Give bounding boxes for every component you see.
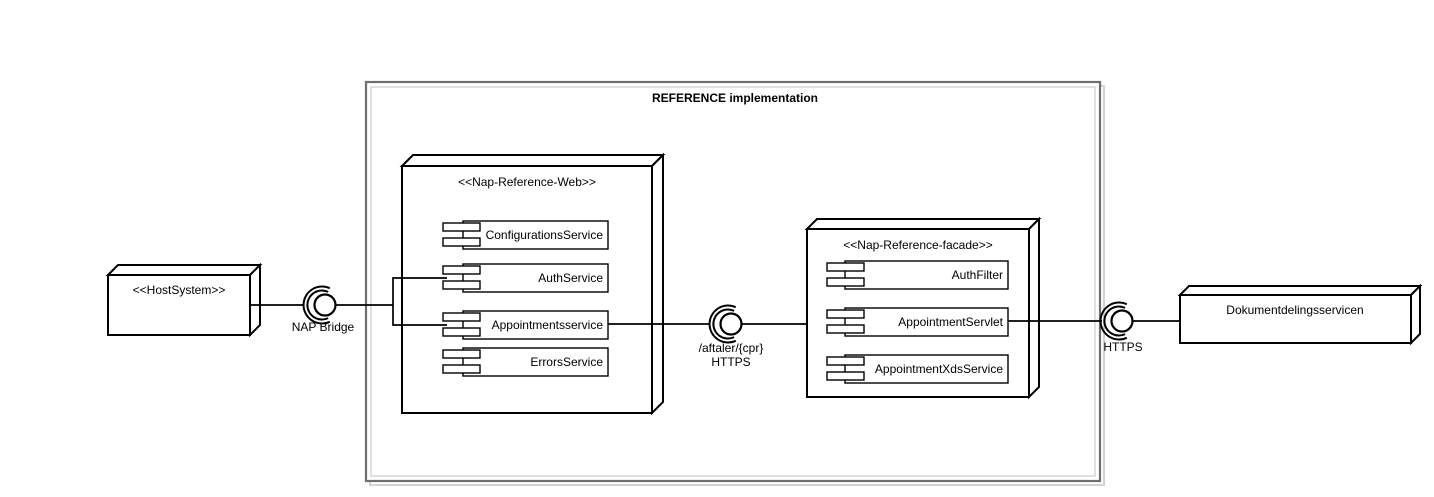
socket-icon (1099, 301, 1128, 341)
node-front-face (1179, 294, 1412, 344)
interface-aftaler-cpr: /aftaler/{cpr} HTTPS (699, 304, 764, 369)
component-label: AuthService (538, 271, 603, 285)
component-icon-tab (826, 371, 865, 381)
component-appointmentxdsservice: AppointmentXdsService (826, 354, 1009, 384)
component-body (462, 310, 609, 340)
component-icon-tab (442, 312, 481, 322)
component-appointmentsservice: Appointmentsservice (442, 310, 609, 340)
component-authfilter: AuthFilter (826, 260, 1009, 290)
interface-aftaler-protocol-label: HTTPS (711, 355, 750, 369)
component-icon-tab (442, 280, 481, 290)
boundary-title: REFERENCE implementation (652, 91, 818, 105)
component-body (462, 220, 609, 250)
component-configurationsservice: ConfigurationsService (442, 220, 609, 250)
node-dokumentdelingsservicen-label: Dokumentdelingsservicen (1226, 303, 1363, 317)
component-body (844, 260, 1009, 290)
boundary-inner-border (370, 86, 1096, 477)
component-icon-tab (826, 277, 865, 287)
component-icon-tab (442, 237, 481, 247)
component-icon-tab (826, 309, 865, 319)
node-nap-reference-web-label: <<Nap-Reference-Web>> (458, 175, 596, 189)
node-side-face (1028, 216, 1040, 400)
component-label: ConfigurationsService (486, 228, 604, 242)
node-top-face (1177, 285, 1423, 296)
node-side-face (1410, 283, 1421, 346)
interface-https: HTTPS (1099, 301, 1143, 354)
component-label: AuthFilter (952, 268, 1003, 282)
component-icon-tab (826, 356, 865, 366)
ball-icon (719, 312, 743, 336)
node-front-face (107, 274, 251, 336)
socket-icon (306, 289, 329, 321)
node-dokumentdelingsservicen: Dokumentdelingsservicen (1177, 283, 1423, 346)
component-icon-tab (442, 327, 481, 337)
socket-icon (708, 304, 737, 344)
node-side-face (651, 152, 664, 416)
node-side-face (249, 262, 261, 338)
component-icon-tab (442, 364, 481, 374)
socket-icon (1103, 305, 1126, 337)
socket-icon (302, 285, 331, 325)
node-nap-reference-facade-label: <<Nap-Reference-facade>> (843, 238, 992, 252)
node-top-face (804, 218, 1042, 230)
component-icon-tab (442, 265, 481, 275)
component-label: AppointmentXdsService (875, 362, 1003, 376)
component-icon-tab (826, 324, 865, 334)
connector-wires (250, 277, 1180, 326)
component-errorsservice: ErrorsService (442, 347, 609, 377)
ball-icon (1110, 309, 1134, 333)
wire-bracket-auth-appointments (392, 277, 447, 326)
component-icon-tab (826, 262, 865, 272)
component-icon-tab (442, 222, 481, 232)
component-label: AppointmentServlet (898, 315, 1003, 329)
interface-https-label: HTTPS (1103, 340, 1142, 354)
component-body (462, 347, 609, 377)
interface-nap-bridge: NAP Bridge (292, 285, 355, 334)
component-label: Appointmentsservice (492, 318, 604, 332)
component-label: ErrorsService (530, 355, 603, 369)
node-hostsystem: <<HostSystem>> (105, 262, 263, 338)
component-body (462, 263, 609, 293)
ball-icon (313, 293, 337, 317)
node-top-face (399, 154, 666, 167)
interface-nap-bridge-label: NAP Bridge (292, 320, 355, 334)
node-top-face (105, 264, 263, 276)
component-body (844, 307, 1009, 337)
interface-aftaler-path-label: /aftaler/{cpr} (699, 341, 764, 355)
node-hostsystem-label: <<HostSystem>> (133, 283, 226, 297)
component-icon-tab (442, 349, 481, 359)
component-authservice: AuthService (442, 263, 609, 293)
component-appointmentservlet: AppointmentServlet (826, 307, 1009, 337)
socket-icon (712, 308, 735, 340)
component-body (844, 354, 1009, 384)
